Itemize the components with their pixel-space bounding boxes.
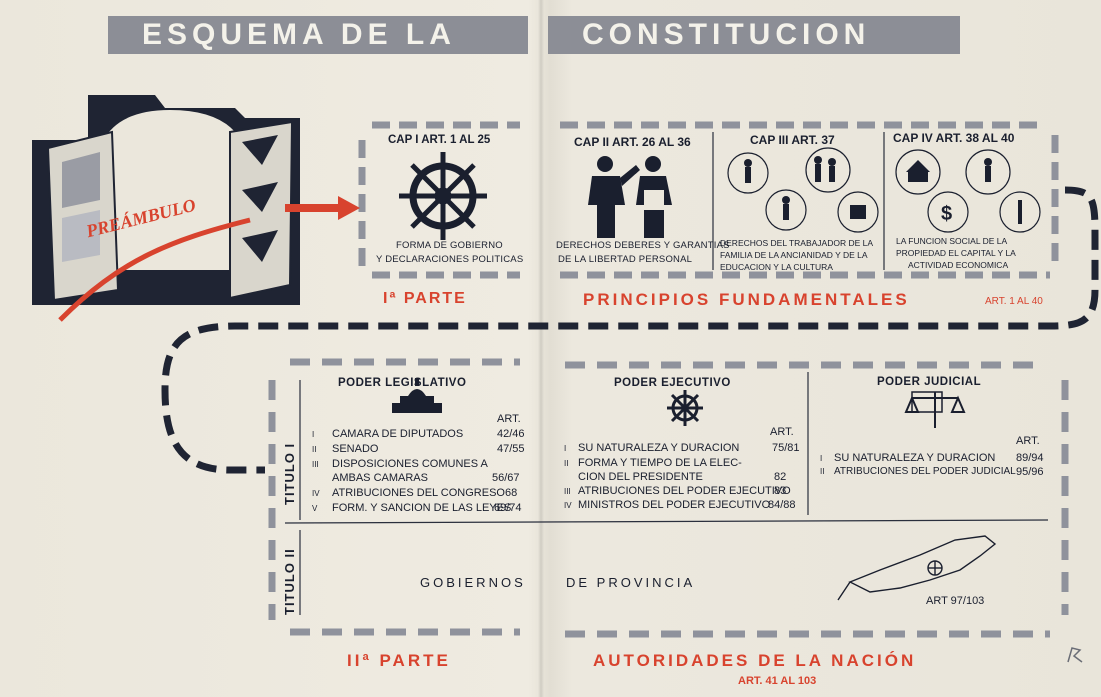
cap3-text3: EDUCACION Y LA CULTURA	[720, 262, 833, 272]
ejecutivo-item-art: 82	[774, 471, 787, 483]
parte1-label: Iª PARTE	[383, 290, 467, 307]
congress-building-icon	[392, 378, 442, 413]
parte2-heading-art: ART. 41 AL 103	[738, 675, 817, 687]
cap3-text2: FAMILIA DE LA ANCIANIDAD Y DE LA	[720, 250, 868, 260]
legislativo-item-art: 42/46	[497, 428, 525, 440]
title-banner-right: CONSTITUCION	[548, 16, 960, 54]
parte2-heading: AUTORIDADES DE LA NACIÓN	[593, 651, 917, 670]
center-fold	[538, 0, 544, 697]
parte1-heading-art: ART. 1 AL 40	[985, 296, 1043, 307]
cap1-text1: FORMA DE GOBIERNO	[396, 240, 503, 251]
parte2-dashed-border	[268, 358, 1069, 638]
cap1-text2: Y DECLARACIONES POLITICAS	[376, 254, 524, 265]
argentina-map-icon	[837, 535, 997, 601]
titulo2-label: TITULO II	[282, 548, 297, 615]
executive-helm-icon	[667, 390, 703, 426]
provincia-word2: DE PROVINCIA	[566, 575, 696, 590]
legislativo-title: PODER LEGISLATIVO	[338, 377, 467, 389]
economy-figures: $	[906, 158, 1022, 225]
ejecutivo-item-art: 83	[774, 485, 787, 497]
ejecutivo-item: CION DEL PRESIDENTE	[578, 471, 703, 483]
artist-signature	[1067, 647, 1083, 663]
connector-path	[161, 186, 1099, 474]
judicial-item-art: 95/96	[1016, 466, 1044, 478]
two-men-icon	[588, 156, 672, 238]
cap4-text3: ACTIVIDAD ECONOMICA	[908, 260, 1009, 270]
cap2-text1: DERECHOS DEBERES Y GARANTIAS	[556, 240, 730, 251]
provincia-art: ART 97/103	[926, 595, 985, 607]
judicial-title: PODER JUDICIAL	[877, 376, 982, 388]
parte1-heading: PRINCIPIOS FUNDAMENTALES	[583, 290, 910, 309]
cap1-title: CAP I ART. 1 AL 25	[388, 134, 491, 146]
judicial-art-header: ART.	[1016, 435, 1040, 447]
parte2-grid-lines	[284, 372, 1049, 524]
parte1-dashed-border	[358, 121, 1059, 279]
ejecutivo-art-header: ART.	[770, 426, 794, 438]
judicial-item-art: 89/94	[1016, 452, 1044, 464]
cap3-text1: DERECHOS DEL TRABAJADOR DE LA	[720, 238, 874, 248]
parte1-grid-lines	[712, 132, 885, 270]
title-left: ESQUEMA DE LA	[142, 18, 456, 51]
titulo1-label: TITULO I	[282, 442, 297, 505]
ejecutivo-item-art: 84/88	[768, 499, 796, 511]
legislativo-item-art: 68	[505, 487, 518, 499]
cap2-text2: DE LA LIBERTAD PERSONAL	[558, 254, 693, 265]
ejecutivo-title: PODER EJECUTIVO	[614, 377, 731, 389]
provincia-word1: GOBIERNOS	[420, 575, 526, 590]
family-worker-figures	[744, 156, 866, 220]
cap2-title: CAP II ART. 26 AL 36	[574, 135, 691, 149]
cap3-title: CAP III ART. 37	[750, 133, 835, 147]
legislativo-item-art: 47/55	[497, 443, 525, 455]
title-right: CONSTITUCION	[582, 18, 871, 51]
legislativo-art-header: ART.	[497, 413, 521, 425]
title-banner-left: ESQUEMA DE LA	[108, 16, 528, 54]
svg-text:$: $	[941, 203, 952, 225]
cap4-title: CAP IV ART. 38 AL 40	[893, 131, 1015, 145]
cap4-text1: LA FUNCION SOCIAL DE LA	[896, 236, 1008, 246]
scales-of-justice-icon	[904, 391, 966, 428]
legislativo-item-art: 69/74	[494, 502, 522, 514]
cap4-text2: PROPIEDAD EL CAPITAL Y LA	[896, 248, 1016, 258]
helm-wheel-icon	[399, 152, 487, 240]
legislativo-item: AMBAS CAMARAS	[332, 472, 428, 484]
preambulo-door-illustration	[32, 95, 360, 322]
parte2-label: IIª PARTE	[347, 651, 451, 670]
ejecutivo-item-art: 75/81	[772, 442, 800, 454]
legislativo-item-art: 56/67	[492, 472, 520, 484]
